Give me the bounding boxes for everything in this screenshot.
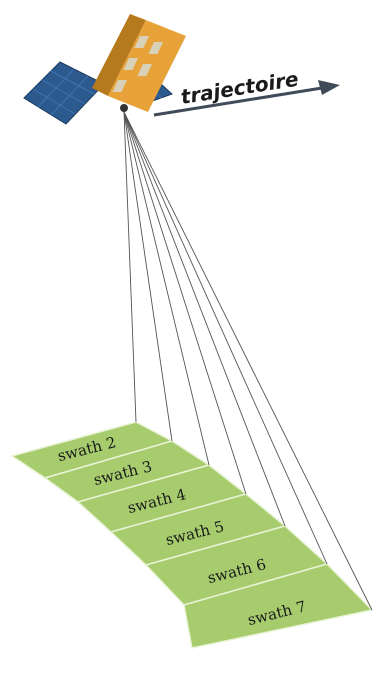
trajectory-arrow: trajectoire	[154, 67, 340, 115]
satellite-body	[92, 14, 186, 112]
beam-line-2	[124, 112, 136, 422]
satellite	[24, 14, 186, 124]
solar-panel-left	[24, 62, 104, 124]
satellite-sensor	[120, 104, 128, 112]
beam-line-3	[124, 112, 209, 465]
swath-strips: swath 2 swath 3 swath 4 swath 5 swath 6 …	[12, 422, 372, 648]
trajectory-arrow-head	[318, 80, 340, 95]
beam-line-2b	[124, 112, 172, 441]
